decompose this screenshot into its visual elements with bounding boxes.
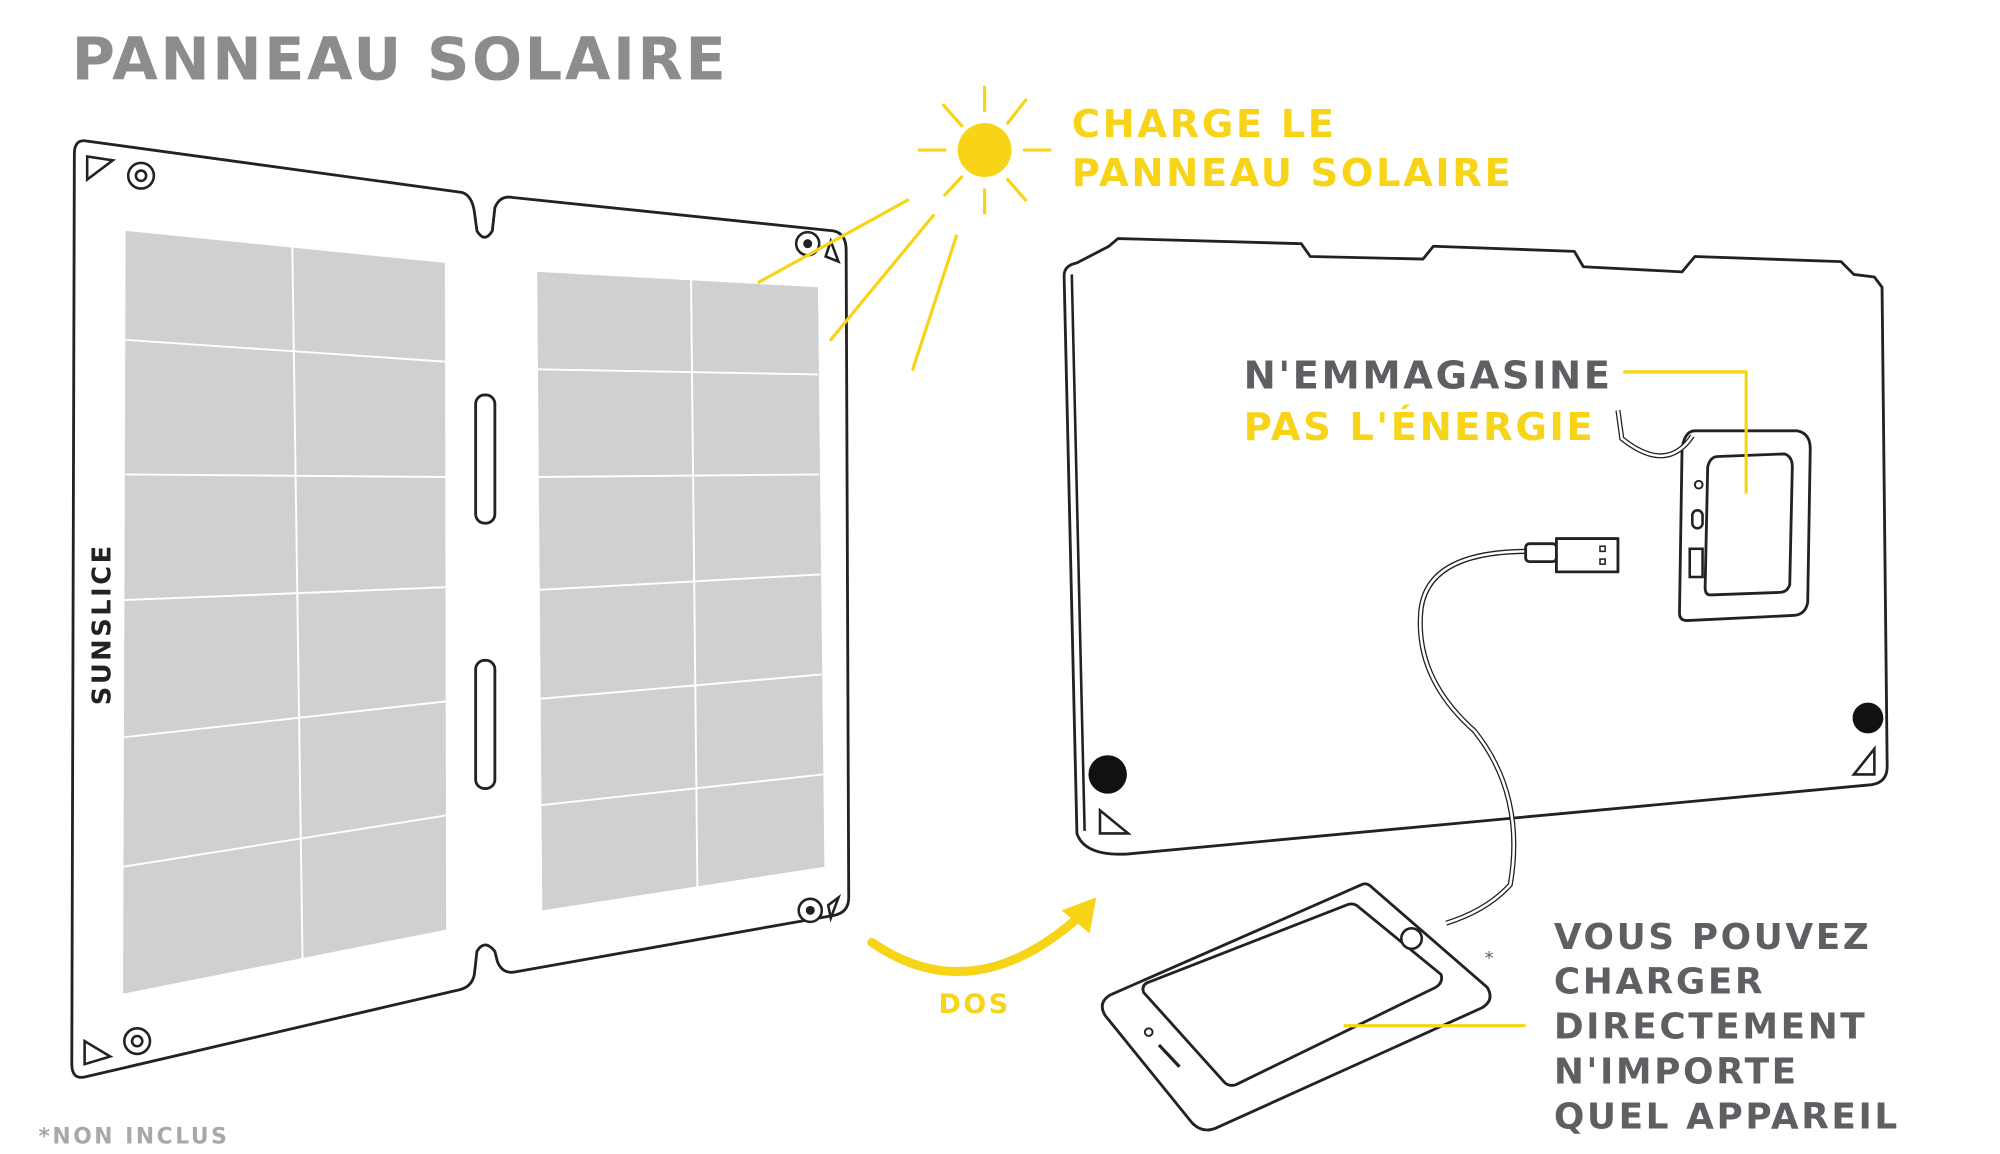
flip-arrow-icon [867, 897, 1097, 976]
footnote: *NON INCLUS [38, 1125, 229, 1150]
device-caption-line: QUEL APPAREIL [1554, 1096, 1900, 1137]
not-included-asterisk: * [1485, 948, 1494, 969]
sun-caption-line1: CHARGE LE [1072, 102, 1337, 147]
sun-caption-line2: PANNEAU SOLAIRE [1072, 151, 1514, 196]
eyelet-icon [123, 161, 824, 1056]
storage-caption-line2: PAS L'ÉNERGIE [1244, 403, 1596, 450]
magnet-icon [1852, 702, 1884, 734]
back-label: DOS [938, 989, 1010, 1020]
page-title: PANNEAU SOLAIRE [72, 25, 729, 94]
sun-icon [757, 85, 1052, 371]
device-caption-line: N'IMPORTE [1554, 1051, 1799, 1092]
device-caption-line: CHARGER [1554, 962, 1765, 1003]
device-caption: VOUS POUVEZ CHARGER DIRECTEMENT N'IMPORT… [1554, 917, 1900, 1137]
brand-logo: SUNSLICE [87, 543, 117, 705]
smartphone-icon [1100, 882, 1492, 1132]
magnet-icon [1088, 755, 1127, 794]
storage-caption-line1: N'EMMAGASINE [1244, 354, 1613, 399]
solar-panel-back [1062, 237, 1889, 856]
solar-panel-front: SUNSLICE [70, 139, 851, 1079]
junction-box-icon [1615, 409, 1812, 623]
device-caption-line: VOUS POUVEZ [1554, 917, 1872, 958]
device-caption-line: DIRECTEMENT [1554, 1007, 1867, 1048]
usb-cable-icon [1417, 537, 1620, 926]
